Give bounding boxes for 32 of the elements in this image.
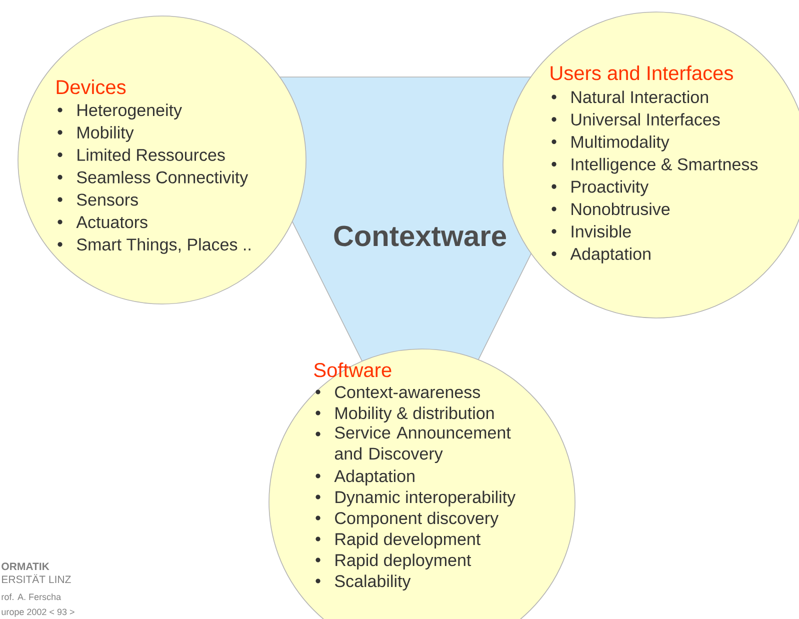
bullet-item: Nonobtrusive (552, 202, 670, 216)
bullet-item: Seamless Connectivity (58, 170, 248, 187)
bullet-item: Dynamic interoperability (316, 490, 516, 507)
footer-text: ORMATIK (2, 562, 50, 570)
center-title: Contextware (334, 226, 506, 246)
circle-heading: Devices (56, 80, 126, 94)
bullet-item: Rapid deployment (316, 554, 472, 570)
footer-text: urope 2002 < 93 > (2, 608, 74, 617)
bullet-item: Heterogeneity (58, 104, 182, 120)
bullet-item: Multimodality (552, 135, 670, 152)
bullet-item: Sensors (58, 194, 138, 206)
bullet-item: Service Announcement and Discovery (316, 426, 511, 464)
bullet-item: Intelligence & Smartness (552, 158, 758, 174)
bullet-item: Mobility & distribution (316, 406, 494, 423)
bullet-item: Invisible (552, 225, 631, 238)
footer-text: ERSITÄT LINZ (2, 574, 71, 584)
bullet-item: Component discovery (316, 512, 499, 528)
bullet-item: Natural Interaction (552, 90, 708, 104)
bullet-item: Context-awareness (316, 386, 480, 398)
footer-text: rof. A. Ferscha (2, 593, 62, 600)
bullet-item: Scalability (316, 574, 411, 591)
circle-heading: Software (314, 362, 392, 378)
bullet-item: Limited Ressources (58, 148, 225, 161)
bullet-item: Proactivity (552, 180, 649, 196)
bullet-item: Universal Interfaces (552, 113, 720, 126)
bullet-item: Smart Things, Places .. (58, 238, 250, 254)
bullet-item: Adaptation (316, 470, 414, 486)
bullet-item: Rapid development (316, 532, 481, 549)
bullet-item: Actuators (58, 216, 148, 228)
circle-heading: Users and Interfaces (550, 66, 733, 80)
bullet-item: Mobility (58, 126, 134, 142)
bullet-item: Adaptation (552, 247, 650, 264)
